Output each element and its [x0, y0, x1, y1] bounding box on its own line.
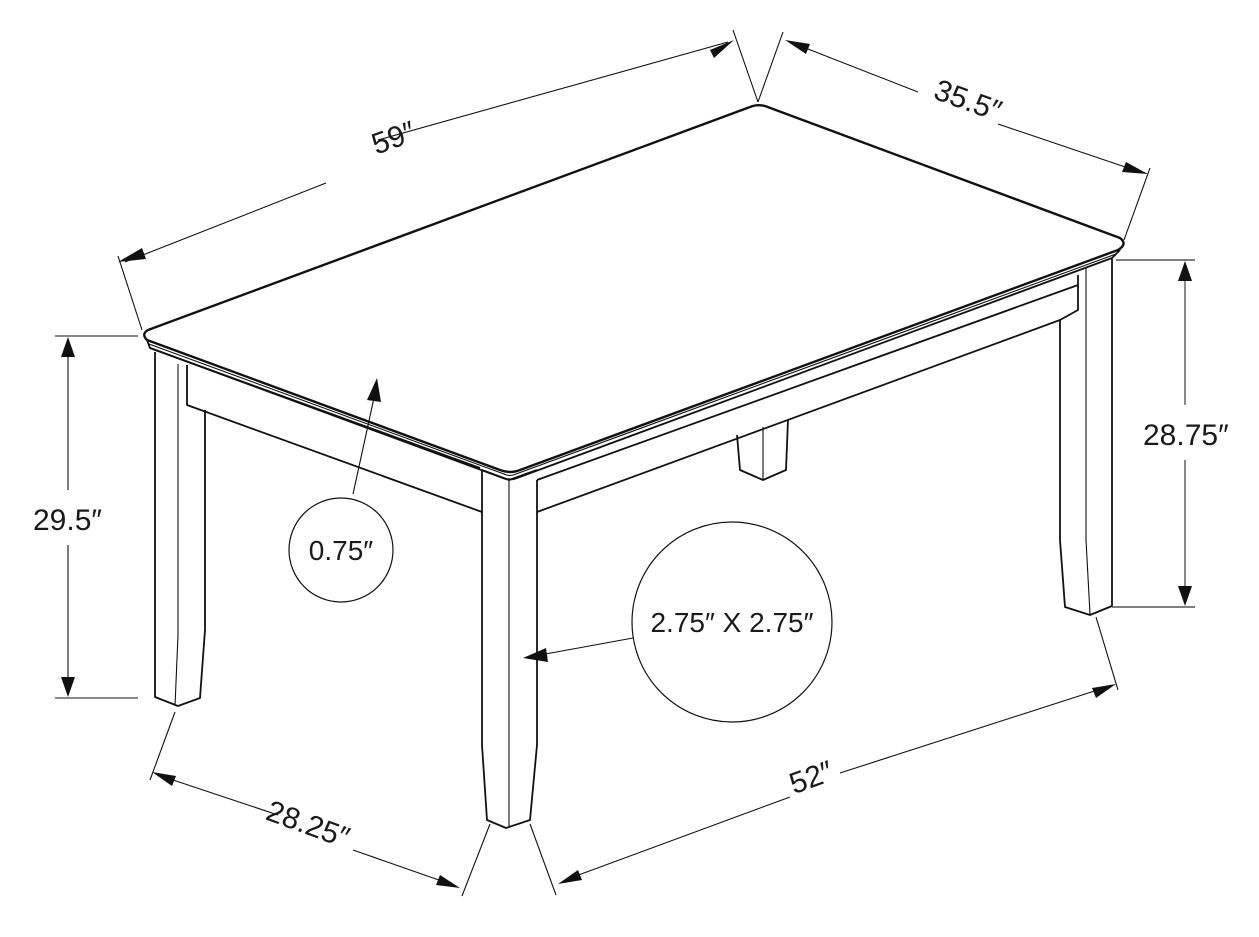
label-overall-height: 29.5″ — [33, 504, 102, 537]
dimension-top-width: 35.5″ — [757, 31, 1151, 241]
label-apron-height: 28.75″ — [1143, 419, 1229, 452]
dimension-apron-height: 28.75″ — [1112, 259, 1229, 608]
leg-front — [481, 469, 538, 829]
leg-left — [154, 352, 206, 707]
label-leg-size: 2.75″ X 2.75″ — [650, 607, 813, 638]
table-top — [143, 104, 1125, 481]
label-top-width: 35.5″ — [930, 74, 1006, 129]
callout-top-thickness: 0.75″ — [288, 378, 394, 603]
label-leg-span-width: 28.25″ — [262, 795, 354, 855]
leg-rear — [736, 419, 789, 481]
label-top-thickness: 0.75″ — [309, 535, 373, 566]
dimension-leg-span-width: 28.25″ — [149, 711, 491, 897]
dimension-overall-height: 29.5″ — [33, 335, 138, 699]
apron — [149, 275, 1079, 513]
label-top-length: 59″ — [367, 115, 420, 161]
leg-right — [1059, 258, 1113, 616]
callout-leg-size: 2.75″ X 2.75″ — [523, 521, 833, 723]
label-leg-span-length: 52″ — [785, 755, 838, 801]
dimension-top-length: 59″ — [117, 29, 759, 331]
